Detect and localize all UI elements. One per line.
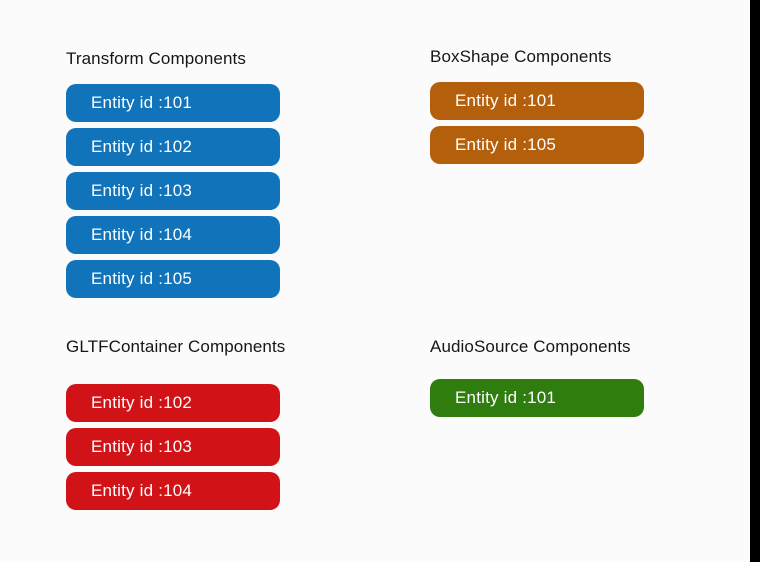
entity-pill-label: Entity id :101 <box>91 93 193 112</box>
entity-pill[interactable]: Entity id :102 <box>66 128 280 166</box>
audiosource-entity-list: Entity id :101 <box>430 379 730 417</box>
boxshape-components-section: BoxShape Components Entity id :101 Entit… <box>430 46 730 170</box>
entity-pill[interactable]: Entity id :104 <box>66 216 280 254</box>
entity-pill[interactable]: Entity id :105 <box>430 126 644 164</box>
entity-pill[interactable]: Entity id :102 <box>66 384 280 422</box>
entity-pill-label: Entity id :105 <box>91 269 193 288</box>
transform-components-heading: Transform Components <box>66 49 246 68</box>
entity-pill[interactable]: Entity id :103 <box>66 428 280 466</box>
entity-pill-label: Entity id :103 <box>91 437 193 456</box>
audiosource-components-heading: AudioSource Components <box>430 337 631 356</box>
boxshape-entity-list: Entity id :101 Entity id :105 <box>430 82 730 164</box>
entity-pill[interactable]: Entity id :103 <box>66 172 280 210</box>
entity-pill[interactable]: Entity id :105 <box>66 260 280 298</box>
entity-pill[interactable]: Entity id :101 <box>66 84 280 122</box>
entity-pill-label: Entity id :102 <box>91 137 193 156</box>
gltfcontainer-entity-list: Entity id :102 Entity id :103 Entity id … <box>66 384 366 510</box>
boxshape-components-heading: BoxShape Components <box>430 47 612 66</box>
window-right-edge-bar <box>750 0 760 562</box>
entity-pill-label: Entity id :101 <box>455 91 557 110</box>
entity-pill-label: Entity id :102 <box>91 393 193 412</box>
gltfcontainer-components-section: GLTFContainer Components Entity id :102 … <box>66 336 366 516</box>
gltfcontainer-components-heading: GLTFContainer Components <box>66 337 286 356</box>
entity-pill[interactable]: Entity id :104 <box>66 472 280 510</box>
entity-pill-label: Entity id :104 <box>91 225 193 244</box>
transform-entity-list: Entity id :101 Entity id :102 Entity id … <box>66 84 366 298</box>
transform-components-section: Transform Components Entity id :101 Enti… <box>66 48 366 304</box>
entity-pill[interactable]: Entity id :101 <box>430 379 644 417</box>
entity-pill-label: Entity id :101 <box>455 388 557 407</box>
entity-pill-label: Entity id :105 <box>455 135 557 154</box>
entity-pill-label: Entity id :103 <box>91 181 193 200</box>
audiosource-components-section: AudioSource Components Entity id :101 <box>430 336 730 423</box>
entity-pill-label: Entity id :104 <box>91 481 193 500</box>
entity-pill[interactable]: Entity id :101 <box>430 82 644 120</box>
